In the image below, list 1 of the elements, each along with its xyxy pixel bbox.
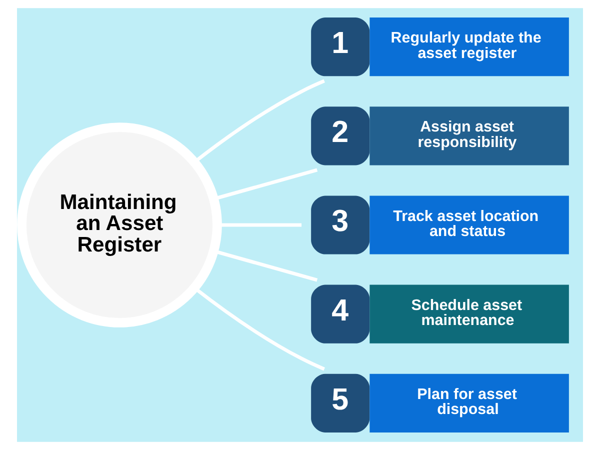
node-circle: Maintaining an Asset Register <box>17 122 222 328</box>
